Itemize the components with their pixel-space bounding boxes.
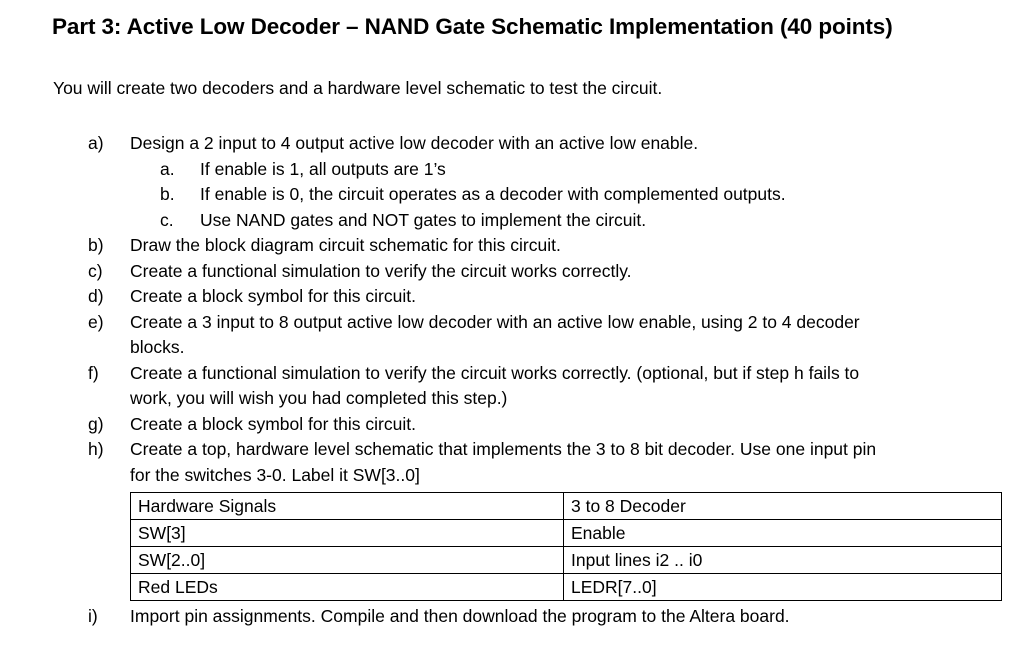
list-item-a-a: a. If enable is 1, all outputs are 1’s: [160, 157, 1000, 183]
list-text-b: Draw the block diagram circuit schematic…: [130, 235, 561, 255]
list-text-f-line2: work, you will wish you had completed th…: [130, 388, 508, 408]
list-text-i: Import pin assignments. Compile and then…: [130, 606, 790, 626]
list-marker-a: a): [88, 133, 104, 153]
list-item-i: i) Import pin assignments. Compile and t…: [88, 604, 990, 630]
table-cell-sw3: SW[3]: [130, 519, 564, 547]
table-cell-input-lines: Input lines i2 .. i0: [563, 546, 1002, 574]
list-item-h: h) Create a top, hardware level schemati…: [88, 437, 990, 488]
list-item-d: d) Create a block symbol for this circui…: [88, 284, 990, 310]
list-text-h-line1: Create a top, hardware level schematic t…: [130, 439, 877, 459]
list-item-a-c: c. Use NAND gates and NOT gates to imple…: [160, 208, 1000, 234]
list-item-g: g) Create a block symbol for this circui…: [88, 412, 990, 438]
table-cell-red-leds: Red LEDs: [130, 573, 564, 601]
list-item-f: f) Create a functional simulation to ver…: [88, 361, 990, 412]
table-row-header: Hardware Signals 3 to 8 Decoder: [130, 492, 1002, 520]
list-text-e-line1: Create a 3 input to 8 output active low …: [130, 311, 860, 332]
list-marker-h: h): [88, 439, 104, 459]
task-list: a) Design a 2 input to 4 output active l…: [0, 131, 1024, 630]
list-text-h-line2: for the switches 3-0. Label it SW[3..0]: [130, 464, 420, 485]
hardware-signals-table: Hardware Signals 3 to 8 Decoder SW[3] En…: [130, 492, 1002, 601]
intro-paragraph: You will create two decoders and a hardw…: [53, 78, 663, 98]
table-cell-sw20: SW[2..0]: [130, 546, 564, 574]
list-marker-a-c: c.: [160, 209, 174, 230]
table-row: SW[2..0] Input lines i2 .. i0: [130, 546, 1002, 574]
list-item-c: c) Create a functional simulation to ver…: [88, 259, 990, 285]
table-cell-enable: Enable: [563, 519, 1002, 547]
list-text-e-line2: blocks.: [130, 337, 185, 357]
list-text-h: Create a top, hardware level schematic t…: [130, 437, 990, 488]
list-marker-g: g): [88, 413, 104, 434]
table-row: Red LEDs LEDR[7..0]: [130, 573, 1002, 601]
list-marker-i: i): [88, 606, 98, 626]
table-header-hardware-signals: Hardware Signals: [130, 492, 564, 520]
list-marker-b: b): [88, 235, 104, 255]
list-text-e: Create a 3 input to 8 output active low …: [130, 310, 990, 361]
list-marker-e: e): [88, 311, 104, 332]
list-text-a-b: If enable is 0, the circuit operates as …: [200, 184, 786, 204]
list-text-f-line1: Create a functional simulation to verify…: [130, 362, 860, 383]
list-marker-a-a: a.: [160, 158, 175, 179]
list-marker-a-b: b.: [160, 184, 175, 204]
page-title: Part 3: Active Low Decoder – NAND Gate S…: [52, 14, 893, 39]
list-text-a-c: Use NAND gates and NOT gates to implemen…: [200, 209, 647, 230]
list-text-f: Create a functional simulation to verify…: [130, 361, 990, 412]
list-text-d: Create a block symbol for this circuit.: [130, 286, 416, 306]
list-item-e: e) Create a 3 input to 8 output active l…: [88, 310, 990, 361]
list-marker-c: c): [88, 260, 103, 281]
table-row: SW[3] Enable: [130, 519, 1002, 547]
hardware-signals-table-wrapper: Hardware Signals 3 to 8 Decoder SW[3] En…: [130, 492, 1002, 601]
list-item-a-b: b. If enable is 0, the circuit operates …: [160, 182, 1000, 208]
list-marker-d: d): [88, 286, 104, 306]
table-header-decoder: 3 to 8 Decoder: [563, 492, 1002, 520]
list-item-b: b) Draw the block diagram circuit schema…: [88, 233, 990, 259]
list-marker-f: f): [88, 362, 99, 383]
list-text-g: Create a block symbol for this circuit.: [130, 413, 416, 434]
list-text-c: Create a functional simulation to verify…: [130, 260, 632, 281]
list-text-a-a: If enable is 1, all outputs are 1’s: [200, 158, 446, 179]
list-text-a: Design a 2 input to 4 output active low …: [130, 133, 699, 153]
list-item-a: a) Design a 2 input to 4 output active l…: [88, 131, 990, 157]
table-cell-ledr: LEDR[7..0]: [563, 573, 1002, 601]
